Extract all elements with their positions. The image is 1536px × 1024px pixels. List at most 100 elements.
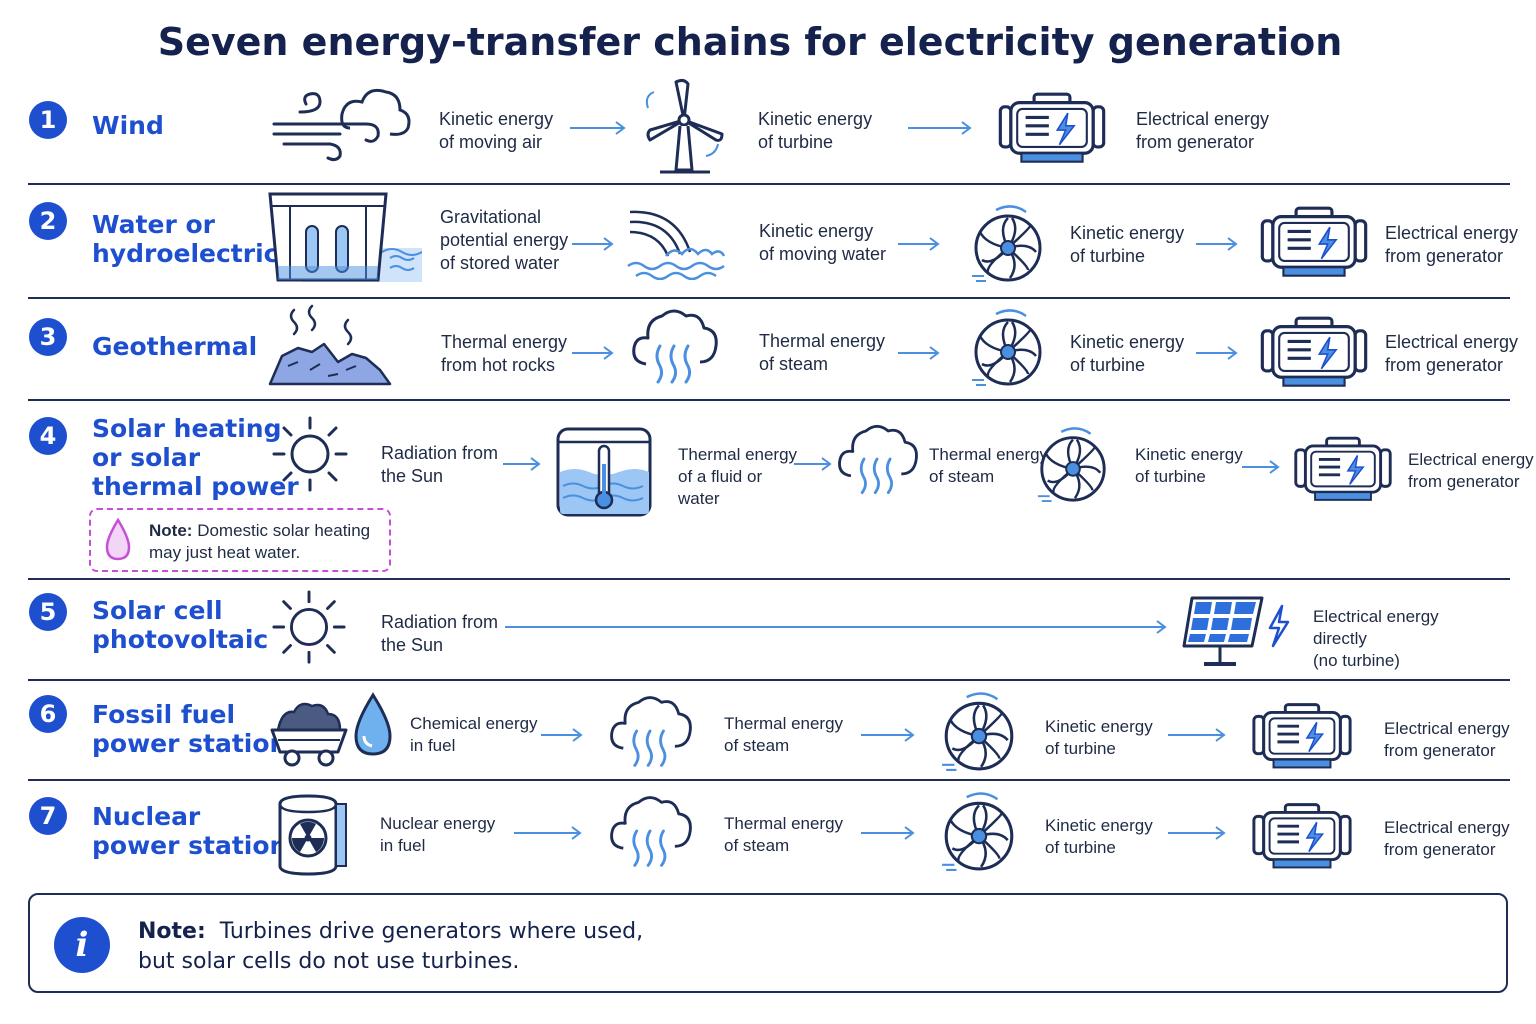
- arrow: [541, 728, 583, 742]
- generator-icon: [1248, 700, 1356, 774]
- energy-label: Thermal energy of steam: [759, 331, 886, 374]
- row-number: 1: [29, 101, 67, 139]
- arrow: [1168, 728, 1226, 742]
- lightning-icon: [1268, 604, 1290, 648]
- arrow: [514, 826, 582, 840]
- bottom-note-line2: but solar cells do not use turbines.: [138, 949, 520, 974]
- energy-label: Kinetic energy of moving water: [759, 221, 887, 264]
- energy-label: Electrical energy directly (no turbine): [1313, 607, 1439, 670]
- energy-label: Electrical energy from generator: [1384, 818, 1510, 859]
- arrow: [908, 121, 972, 135]
- energy-label: Thermal energy of steam: [929, 445, 1049, 486]
- row-number: 5: [29, 593, 67, 631]
- turbine-icon: [938, 690, 1020, 774]
- energy-label: Gravitational potential energy of stored…: [440, 207, 569, 273]
- arrow: [570, 121, 626, 135]
- dam-icon: [268, 192, 422, 282]
- arrow: [1242, 460, 1280, 474]
- energy-label: Electrical energy from generator: [1408, 450, 1534, 491]
- note-label: Note:: [149, 521, 193, 540]
- energy-label: Kinetic energy of turbine: [1045, 717, 1153, 758]
- arrow: [503, 457, 541, 471]
- energy-label: Chemical energy in fuel: [410, 714, 538, 755]
- steam-cloud-icon: [836, 420, 920, 498]
- energy-label: Electrical energy from generator: [1384, 719, 1510, 760]
- generator-icon: [1248, 800, 1356, 874]
- row-divider: [28, 679, 1510, 681]
- row-divider: [28, 297, 1510, 299]
- moving-water-icon: [627, 210, 726, 280]
- bottom-note: i Note: Turbines drive generators where …: [28, 893, 1508, 993]
- energy-label: Radiation from the Sun: [381, 612, 499, 655]
- arrow: [1196, 237, 1238, 251]
- solar-panel-icon: [1182, 596, 1264, 666]
- hot-rocks-icon: [268, 304, 392, 386]
- arrow: [861, 728, 915, 742]
- arrow: [572, 346, 614, 360]
- row-divider: [28, 183, 1510, 185]
- bottom-note-label: Note:: [138, 919, 206, 944]
- arrow: [1168, 826, 1226, 840]
- note-body: Domestic solar heating may just heat wat…: [149, 521, 371, 562]
- nuclear-fuel-icon: [278, 794, 347, 876]
- row-number: 7: [29, 797, 67, 835]
- wind-turbine-icon: [645, 78, 724, 174]
- row-number: 4: [29, 417, 67, 455]
- water-drop-icon: [105, 518, 131, 561]
- row-number: 6: [29, 695, 67, 733]
- arrow: [861, 826, 915, 840]
- energy-label: Electrical energy from generator: [1385, 223, 1519, 266]
- energy-label: Radiation from the Sun: [381, 443, 499, 486]
- row-divider: [28, 779, 1510, 781]
- turbine-icon: [968, 308, 1048, 388]
- arrow: [898, 346, 940, 360]
- energy-label: Kinetic energy of moving air: [439, 109, 554, 152]
- row-name: Fossil fuel power station: [92, 700, 288, 758]
- row-name: Solar cell photovoltaic: [92, 596, 269, 654]
- arrow: [794, 457, 832, 471]
- row-name: Wind: [92, 111, 164, 140]
- row-name: Water or hydroelectric: [92, 210, 279, 268]
- bottom-note-text: Note: Turbines drive generators where us…: [138, 917, 643, 977]
- arrow: [898, 237, 940, 251]
- page-title: Seven energy-transfer chains for electri…: [157, 20, 1343, 64]
- energy-label: Nuclear energy in fuel: [380, 814, 496, 855]
- energy-label: Kinetic energy of turbine: [1070, 223, 1185, 266]
- row-name: Geothermal: [92, 332, 258, 361]
- bottom-note-line1: Turbines drive generators where used,: [219, 919, 644, 944]
- water-tank-thermometer-icon: [556, 427, 652, 517]
- domestic-solar-note: Note: Domestic solar heating may just he…: [89, 508, 391, 572]
- wind-icon: [272, 88, 411, 162]
- turbine-icon: [938, 790, 1020, 874]
- sun-icon: [270, 588, 348, 666]
- steam-cloud-icon: [608, 692, 694, 770]
- arrow-long: [505, 620, 1167, 634]
- energy-label: Thermal energy of steam: [724, 814, 844, 855]
- turbine-icon: [968, 204, 1048, 284]
- oil-drop-icon: [354, 692, 392, 756]
- generator-icon: [1256, 206, 1372, 280]
- energy-label: Electrical energy from generator: [1136, 109, 1270, 152]
- row-number: 2: [29, 202, 67, 240]
- row-divider: [28, 399, 1510, 401]
- energy-label: Thermal energy of steam: [724, 714, 844, 755]
- sun-icon: [270, 414, 350, 494]
- energy-label: Kinetic energy of turbine: [1135, 445, 1243, 486]
- generator-icon: [994, 92, 1110, 166]
- energy-label: Thermal energy of a fluid or water: [678, 445, 798, 508]
- row-name: Nuclear power station: [92, 802, 288, 860]
- row-number: 3: [29, 318, 67, 356]
- energy-label: Kinetic energy of turbine: [1070, 332, 1185, 375]
- energy-label: Electrical energy from generator: [1385, 332, 1519, 375]
- energy-label: Kinetic energy of turbine: [1045, 816, 1153, 857]
- energy-label: Thermal energy from hot rocks: [441, 332, 568, 375]
- row-divider: [28, 578, 1510, 580]
- arrow: [1196, 346, 1238, 360]
- generator-icon: [1256, 316, 1372, 390]
- energy-label: Kinetic energy of turbine: [758, 109, 873, 152]
- generator-icon: [1290, 432, 1396, 508]
- row-name: Solar heating or solar thermal power: [92, 414, 299, 501]
- steam-cloud-icon: [630, 306, 720, 386]
- steam-cloud-icon: [608, 792, 694, 870]
- coal-cart-icon: [270, 702, 348, 767]
